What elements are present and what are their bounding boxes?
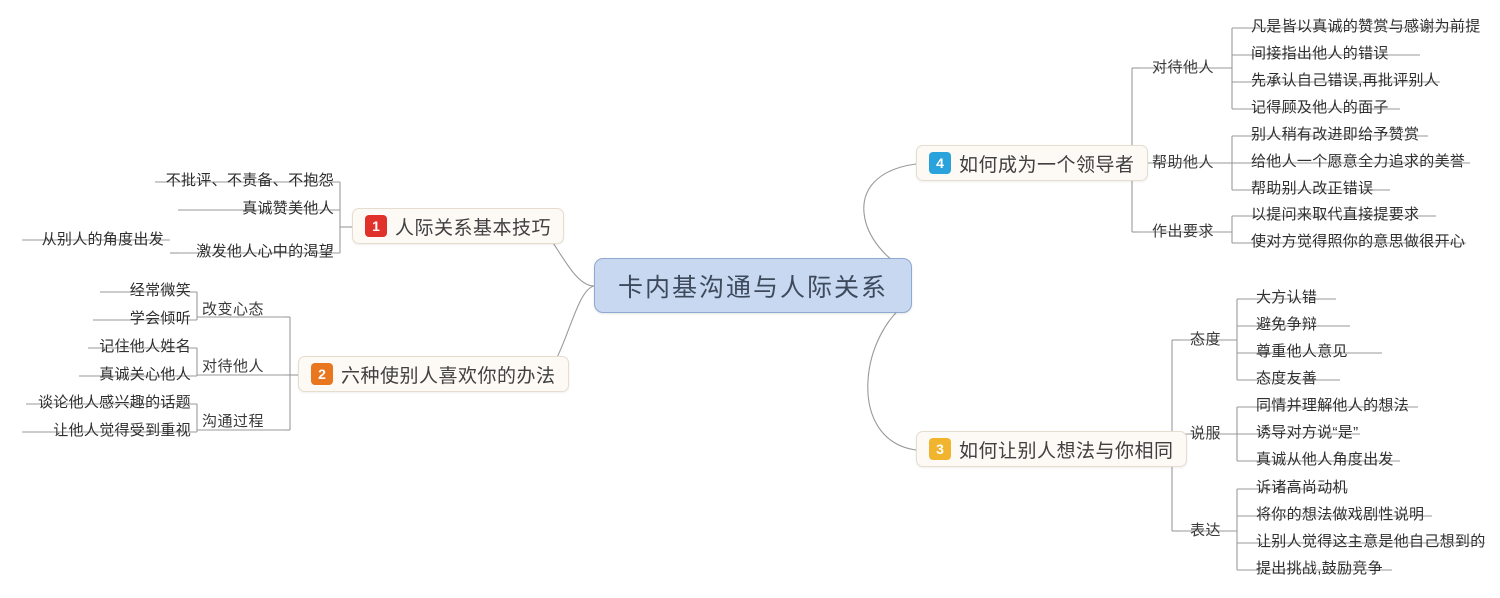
chapter-node-1[interactable]: 1 人际关系基本技巧	[352, 208, 565, 244]
leaf-b2-1-1[interactable]: 经常微笑	[129, 282, 191, 299]
leaf-b1-3-child-1[interactable]: 从别人的角度出发	[41, 231, 164, 248]
leaf-b4-1-4[interactable]: 记得顾及他人的面子	[1251, 99, 1389, 116]
leaf-b1-2[interactable]: 真诚赞美他人	[242, 200, 334, 217]
leaf-b4-1-3[interactable]: 先承认自己错误,再批评别人	[1251, 72, 1440, 89]
chapter-label-1: 人际关系基本技巧	[395, 217, 552, 239]
chapter-badge-4: 4	[929, 152, 951, 174]
chapter-label-3: 如何让别人想法与你相同	[959, 440, 1174, 462]
leaf-b4-2-3[interactable]: 帮助别人改正错误	[1251, 180, 1374, 197]
leaf-b2-2-2[interactable]: 真诚关心他人	[99, 366, 191, 383]
leaf-b3-1-1[interactable]: 大方认错	[1256, 289, 1318, 306]
chapter-node-4[interactable]: 4 如何成为一个领导者	[916, 145, 1148, 181]
group-label-b4-2[interactable]: 帮助他人	[1152, 154, 1215, 171]
leaf-b3-2-2[interactable]: 诱导对方说“是”	[1256, 424, 1359, 441]
leaf-b4-2-1[interactable]: 别人稍有改进即给予赞赏	[1251, 126, 1420, 143]
center-node[interactable]: 卡内基沟通与人际关系	[594, 258, 912, 313]
group-label-b4-1[interactable]: 对待他人	[1152, 59, 1215, 76]
leaf-b3-2-1[interactable]: 同情并理解他人的想法	[1256, 397, 1410, 414]
leaf-b3-3-1[interactable]: 诉诸高尚动机	[1256, 479, 1348, 496]
leaf-b4-1-1[interactable]: 凡是皆以真诚的赞赏与感谢为前提	[1251, 18, 1481, 35]
chapter-label-4: 如何成为一个领导者	[959, 154, 1135, 176]
chapter-node-2[interactable]: 2 六种使别人喜欢你的办法	[298, 356, 569, 392]
leaf-b3-2-3[interactable]: 真诚从他人角度出发	[1256, 451, 1394, 468]
group-label-b3-1[interactable]: 态度	[1190, 331, 1222, 348]
chapter-badge-3: 3	[929, 438, 951, 460]
group-label-b2-1[interactable]: 改变心态	[202, 301, 265, 318]
center-node-label: 卡内基沟通与人际关系	[617, 273, 888, 302]
chapter-badge-2: 2	[311, 363, 333, 385]
leaf-b4-3-2[interactable]: 使对方觉得照你的意思做很开心	[1251, 233, 1466, 250]
leaf-b3-3-2[interactable]: 将你的想法做戏剧性说明	[1256, 506, 1425, 523]
group-label-b2-2[interactable]: 对待他人	[202, 358, 265, 375]
leaf-b2-3-1[interactable]: 谈论他人感兴趣的话题	[37, 394, 191, 411]
leaf-b3-3-3[interactable]: 让别人觉得这主意是他自己想到的	[1256, 533, 1486, 550]
leaf-b4-2-2[interactable]: 给他人一个愿意全力追求的美誉	[1251, 153, 1466, 170]
leaf-b2-3-2[interactable]: 让他人觉得受到重视	[53, 422, 191, 439]
leaf-b3-3-4[interactable]: 提出挑战,鼓励竞争	[1256, 560, 1383, 577]
leaf-b3-1-3[interactable]: 尊重他人意见	[1256, 343, 1348, 360]
group-label-b4-3[interactable]: 作出要求	[1152, 223, 1215, 240]
group-label-b2-3[interactable]: 沟通过程	[202, 413, 265, 430]
chapter-label-2: 六种使别人喜欢你的办法	[341, 365, 556, 387]
leaf-b1-3[interactable]: 激发他人心中的渴望	[196, 243, 334, 260]
group-label-b3-2[interactable]: 说服	[1190, 425, 1222, 442]
group-label-b3-3[interactable]: 表达	[1190, 522, 1222, 539]
leaf-b3-1-4[interactable]: 态度友善	[1256, 370, 1318, 387]
leaf-b2-2-1[interactable]: 记住他人姓名	[99, 338, 191, 355]
leaf-b1-1[interactable]: 不批评、不责备、不抱怨	[165, 172, 334, 189]
chapter-badge-1: 1	[365, 215, 387, 237]
leaf-b4-1-2[interactable]: 间接指出他人的错误	[1251, 45, 1389, 62]
chapter-node-3[interactable]: 3 如何让别人想法与你相同	[916, 431, 1187, 467]
leaf-b2-1-2[interactable]: 学会倾听	[129, 310, 191, 327]
leaf-b3-1-2[interactable]: 避免争辩	[1256, 316, 1318, 333]
leaf-b4-3-1[interactable]: 以提问来取代直接提要求	[1251, 206, 1420, 223]
